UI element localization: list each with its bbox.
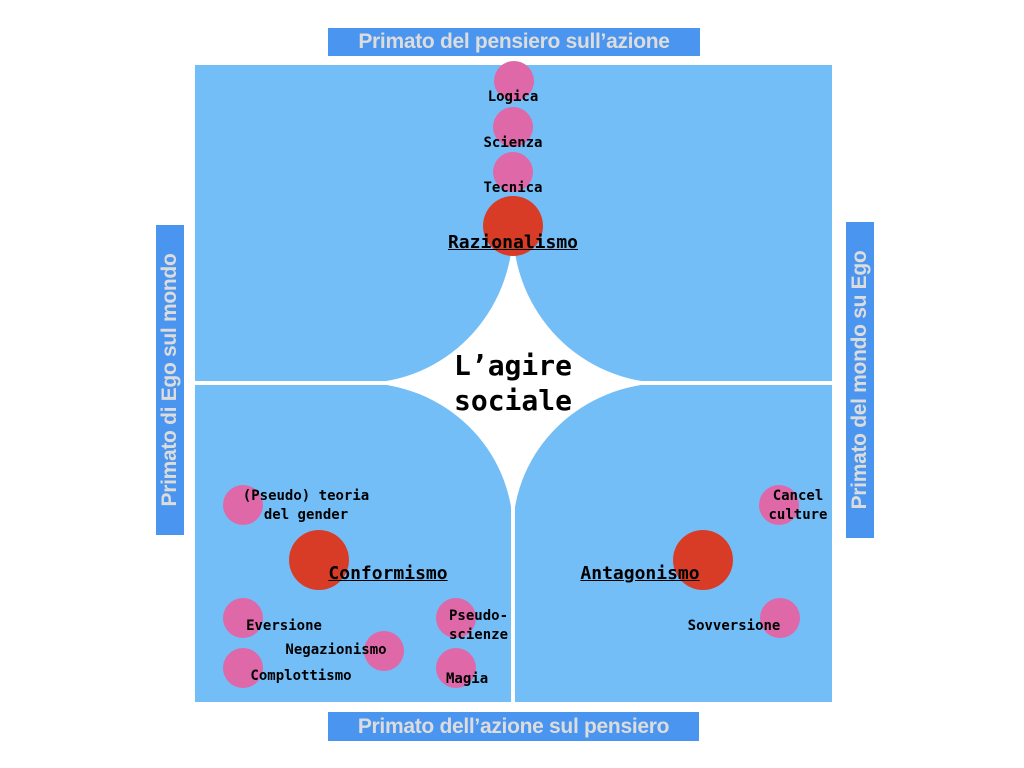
label-gender: (Pseudo) teoria del gender [242, 488, 370, 523]
label-razionalismo: Razionalismo [447, 232, 579, 253]
node-antagonismo [673, 530, 733, 590]
center-title: L’agire sociale [413, 348, 613, 418]
label-antagonismo: Antagonismo [580, 563, 700, 584]
center-title-line2: sociale [453, 384, 572, 417]
label-pseudoscienze: Pseudo- scienze [449, 608, 509, 643]
label-magia: Magia [446, 671, 489, 687]
axis-label-right: Primato del mondo su Ego [846, 222, 874, 538]
node-eversione [223, 598, 263, 638]
node-razionalismo [483, 196, 543, 256]
node-sovversione [760, 598, 800, 638]
node-scienza [493, 107, 533, 147]
label-eversione: Eversione [246, 618, 322, 634]
label-negazionismo: Negazionismo [285, 642, 387, 658]
label-tecnica: Tecnica [483, 180, 543, 196]
node-complottismo [223, 648, 263, 688]
label-complottismo: Complottismo [250, 668, 352, 684]
node-cancel-culture [759, 485, 799, 525]
label-conformismo: Conformismo [328, 563, 448, 584]
label-cancel-culture: Cancel culture [768, 488, 828, 523]
center-star-shape [362, 228, 665, 530]
node-pseudoscienze [436, 598, 476, 638]
axis-label-top: Primato del pensiero sull’azione [328, 28, 700, 56]
axis-label-bottom: Primato dell’azione sul pensiero [328, 712, 699, 741]
node-gender [223, 485, 263, 525]
label-scienza: Scienza [483, 135, 543, 151]
node-logica [494, 61, 534, 101]
node-tecnica [493, 152, 533, 192]
label-logica: Logica [487, 89, 539, 105]
node-conformismo [289, 530, 349, 590]
center-title-line1: L’agire [453, 349, 572, 382]
label-sovversione: Sovversione [687, 618, 781, 634]
node-magia [436, 648, 476, 688]
axis-label-left: Primato di Ego sul mondo [156, 225, 184, 535]
node-negazionismo [364, 631, 404, 671]
